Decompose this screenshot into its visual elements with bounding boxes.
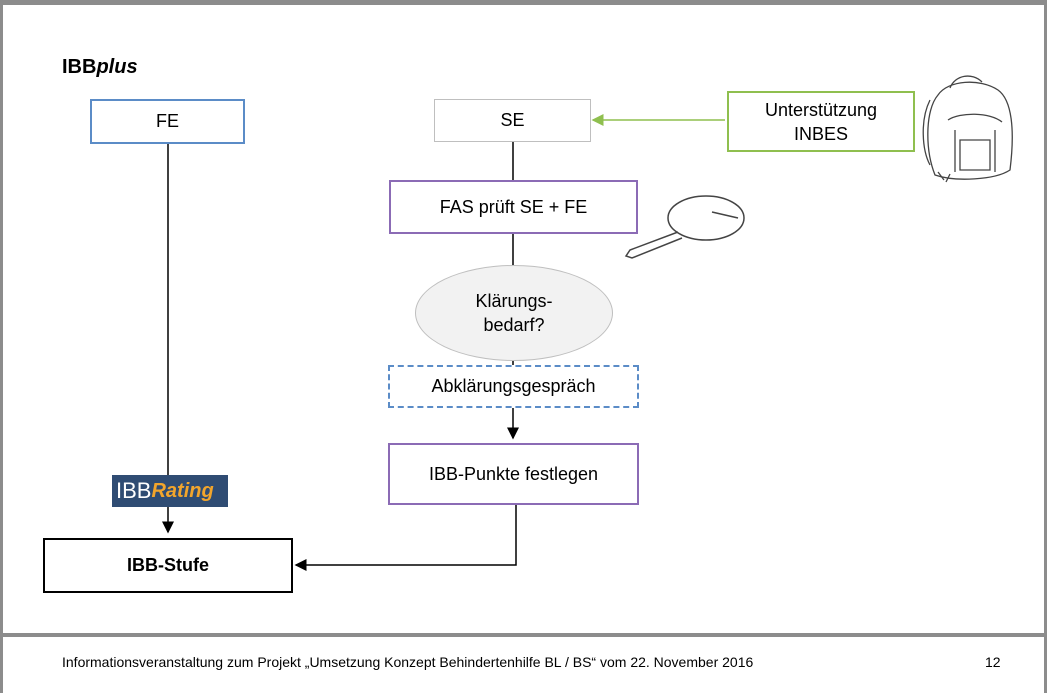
support-box: Unterstützung INBES [727,91,915,152]
stage-label: IBB-Stufe [127,555,209,575]
frame-right [1044,0,1047,693]
page-number: 12 [985,654,1001,670]
fas-box: FAS prüft SE + FE [389,180,638,234]
se-box: SE [434,99,591,142]
points-label: IBB-Punkte festlegen [428,463,599,484]
arrow-points-to-stage [294,505,517,571]
support-line1: Unterstützung [764,99,878,120]
clarification-line1: Klärungs- [475,291,553,311]
clarification-ellipse: Klärungs- bedarf? [415,265,613,361]
fe-box: FE [90,99,245,144]
support-line2: INBES [793,123,849,144]
frame-left [0,0,3,693]
rating-logo-part2: Rating [151,479,214,502]
title-bold: IBB [62,56,97,78]
fe-label: FE [155,111,179,131]
slide-title: IBBplus [62,56,138,79]
title-italic: plus [96,56,138,78]
points-box: IBB-Punkte festlegen [388,443,639,505]
talk-label: Abklärungsgespräch [431,376,596,396]
clarification-line2: bedarf? [483,315,545,335]
backpack-icon [922,75,1013,183]
footer-divider [0,633,1047,637]
footer-text: Informationsveranstaltung zum Projekt „U… [62,654,754,670]
stage-box: IBB-Stufe [43,538,293,593]
frame-top [0,0,1047,5]
talk-box: Abklärungsgespräch [388,365,639,408]
se-label: SE [500,110,525,130]
fas-label: FAS prüft SE + FE [439,196,588,217]
rating-logo-part1: IBB [116,478,152,503]
magnifier-icon [624,195,745,259]
